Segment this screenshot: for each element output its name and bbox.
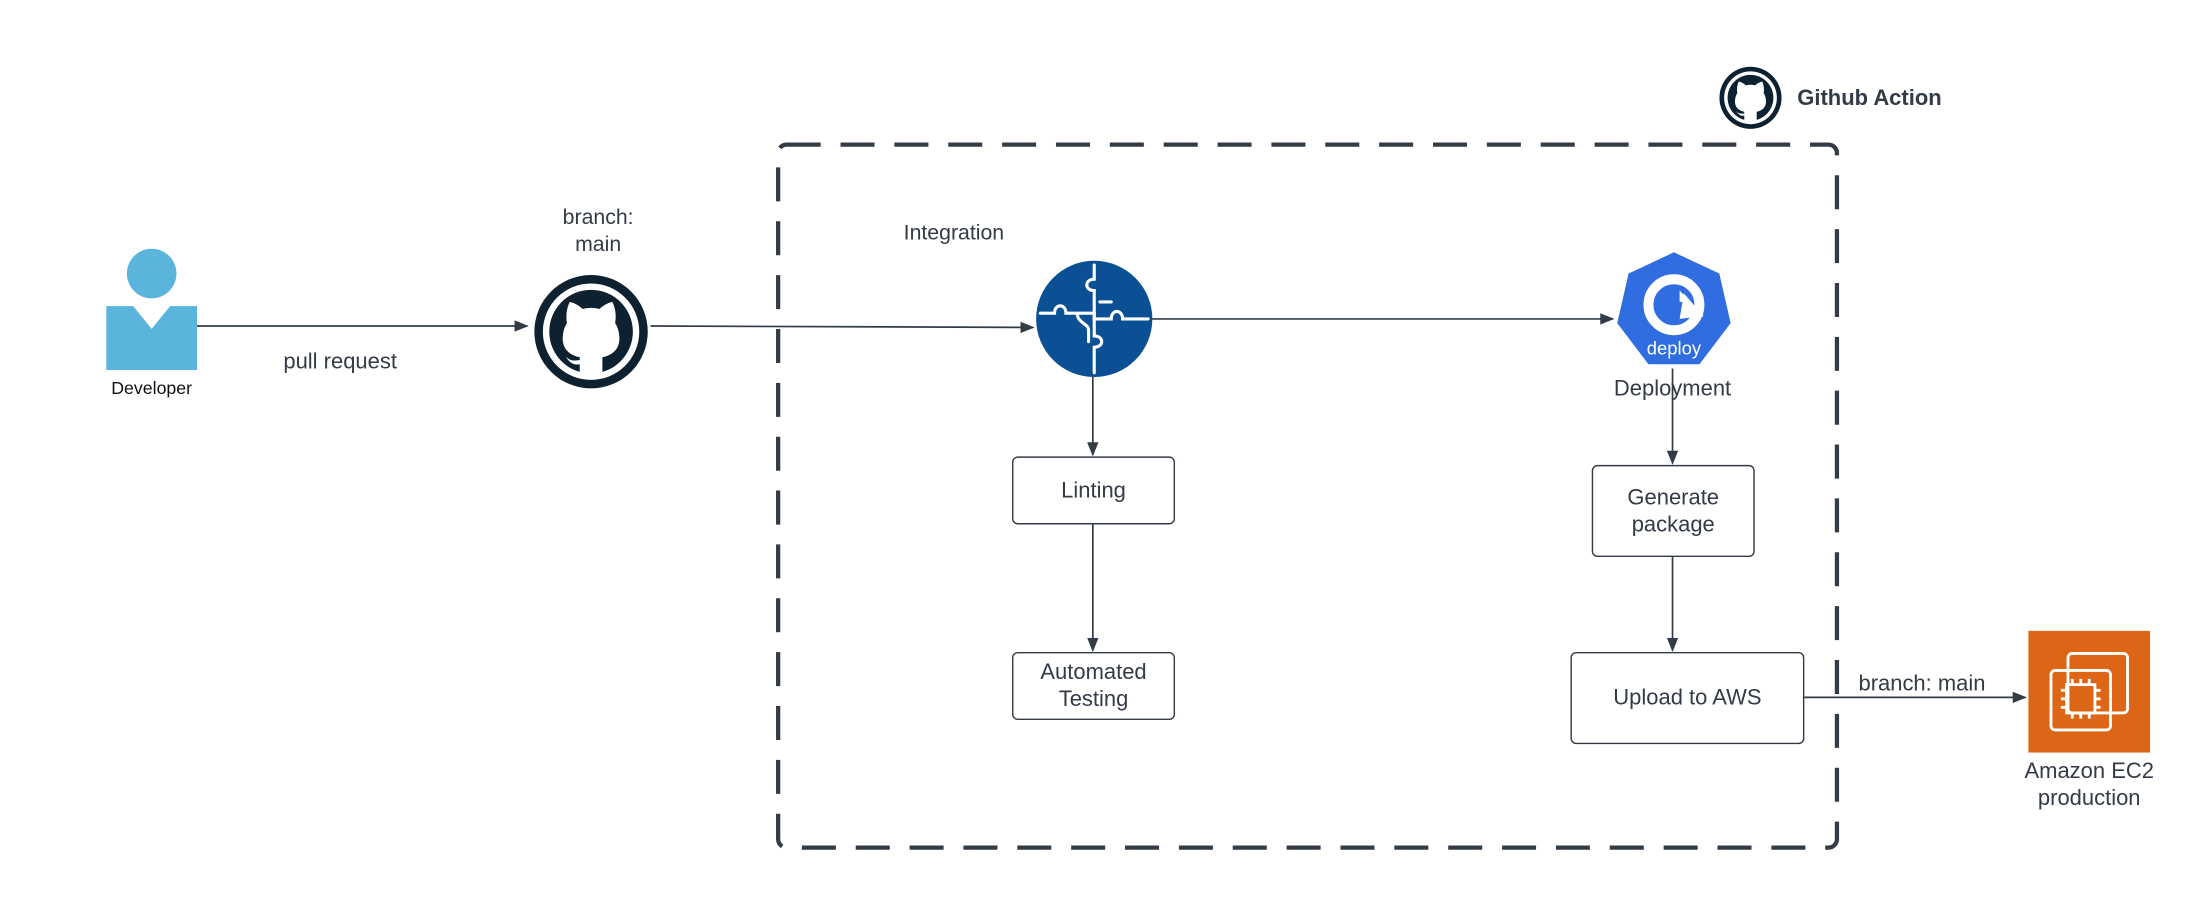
github-action-boundary [776, 142, 1840, 850]
ec2-label: Amazon EC2 production [2024, 759, 2154, 811]
github-action-icon [1719, 66, 1782, 129]
integration-label: Integration [903, 221, 1005, 246]
linting-box: Linting [1012, 456, 1176, 525]
github-icon [534, 274, 648, 389]
deploy-icon-text: deploy [1647, 337, 1702, 358]
deployment-label: Deployment [1613, 377, 1732, 402]
automated-testing-box: Automated Testing [1012, 652, 1176, 721]
user-icon [106, 248, 198, 370]
generate-package-box: Generate package [1591, 464, 1755, 558]
arrow-repo-to-integration [650, 321, 1035, 334]
developer-label: Developer [111, 378, 193, 399]
pull-request-label: pull request [283, 350, 397, 375]
github-action-title: Github Action [1797, 86, 1942, 111]
automated-testing-label: Automated Testing [1040, 660, 1147, 712]
upload-aws-box: Upload to AWS [1570, 652, 1805, 745]
ec2-branch-label: branch: main [1858, 671, 1986, 696]
generate-package-label: Generate package [1627, 485, 1720, 537]
ec2-chip-icon [2028, 630, 2151, 753]
puzzle-icon [1036, 260, 1153, 378]
deploy-icon: deploy [1617, 252, 1731, 365]
upload-aws-label: Upload to AWS [1613, 686, 1762, 711]
repo-branch-label: branch: main [562, 205, 634, 257]
linting-label: Linting [1061, 478, 1126, 503]
